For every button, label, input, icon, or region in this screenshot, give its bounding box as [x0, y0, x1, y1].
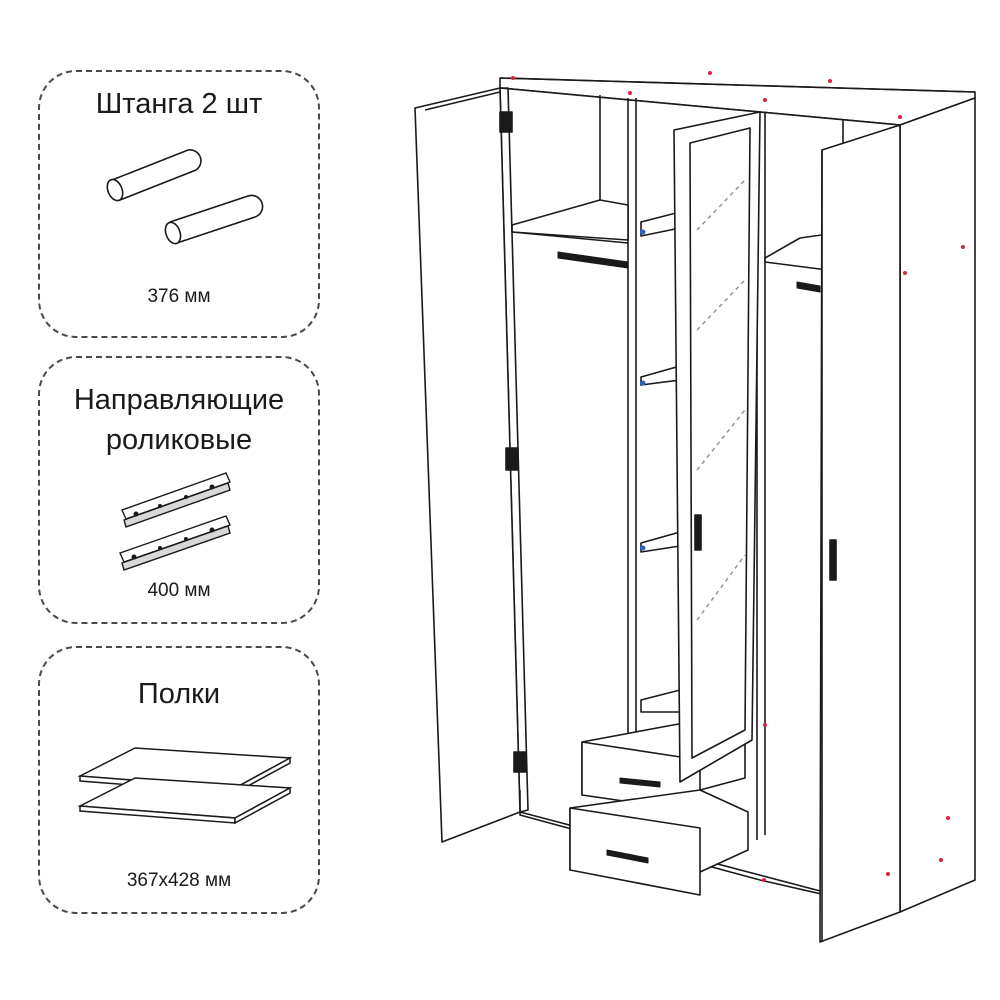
rod-part-card: Штанга 2 шт 376 мм [38, 70, 320, 338]
shelf-icon [77, 747, 293, 825]
rod-icon [106, 149, 264, 245]
slides-part-title-line-2: роликовые [105, 424, 253, 456]
shelves-part-title: Полки [137, 678, 221, 710]
right-clothes-rod [796, 281, 821, 293]
left-door-hinge-middle [505, 447, 519, 471]
left-door-hinge-bottom [513, 751, 527, 773]
lower-drawer-front [569, 807, 701, 896]
wardrobe-right-side [899, 97, 976, 913]
right-door-handle [829, 539, 837, 581]
right-door [819, 124, 901, 943]
mirror-panel [689, 127, 751, 759]
slides-part-card: Направляющие роликовые 400 мм [38, 356, 320, 624]
rod-part-title: Штанга 2 шт [95, 88, 263, 120]
left-clothes-rod [557, 251, 629, 269]
shelves-part-dimension: 367x428 мм [126, 870, 232, 891]
slides-part-title-line-1: Направляющие [73, 384, 285, 416]
left-door-hinge-top [499, 111, 513, 133]
shelves-part-card: Полки 367x428 мм [38, 646, 320, 914]
mirror-door-handle [694, 514, 702, 551]
roller-slide-icon [119, 472, 231, 571]
slides-part-dimension: 400 мм [147, 580, 211, 601]
rod-part-dimension: 376 мм [147, 286, 211, 307]
